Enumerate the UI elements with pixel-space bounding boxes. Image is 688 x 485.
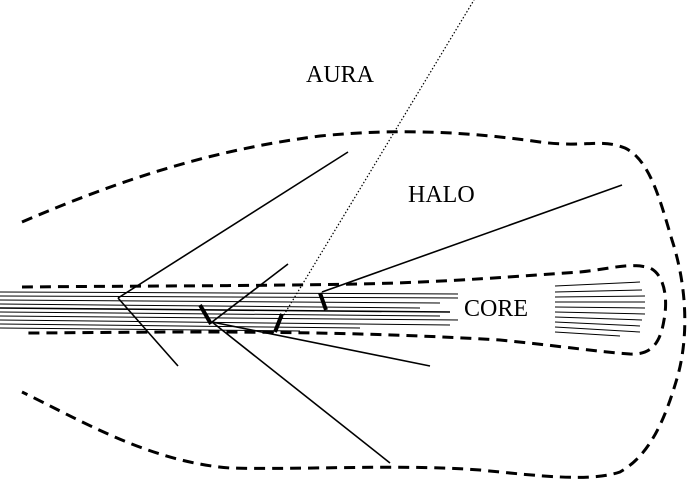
core-lines-left (0, 291, 461, 332)
aura-label: AURA (306, 62, 375, 88)
core-label-background (458, 292, 550, 322)
halo-label: HALO (408, 182, 475, 208)
halo-boundary-top (21, 130, 687, 479)
core-lines-right (554, 281, 646, 337)
halo-tracks (117, 151, 623, 464)
core-label: CORE (464, 296, 528, 322)
track-markers (198, 292, 328, 333)
core-boundary (21, 264, 668, 356)
